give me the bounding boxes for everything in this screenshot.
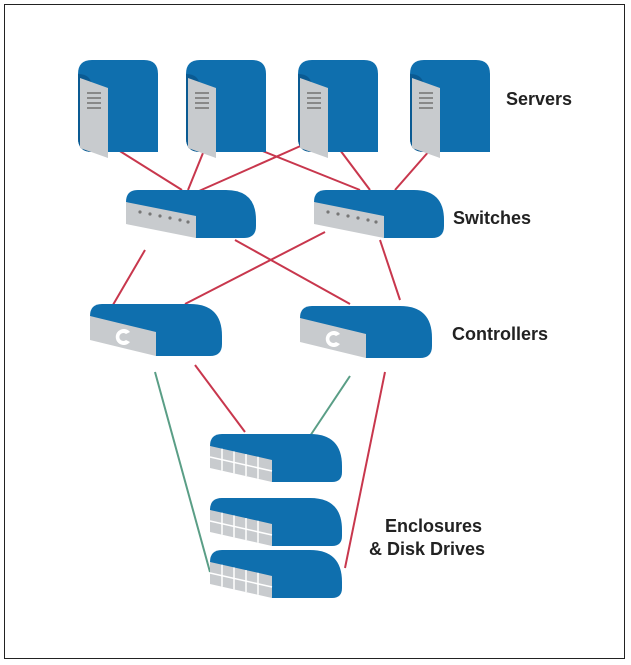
servers-label: Servers — [506, 89, 573, 109]
controller-2 — [300, 306, 432, 358]
enclosure-1 — [209, 433, 343, 483]
enclosure-2 — [209, 497, 343, 547]
links-controllers-enclosures — [154, 364, 386, 573]
controller-1 — [90, 304, 222, 356]
enclosure-3 — [209, 549, 343, 599]
switches-label: Switches — [453, 208, 532, 228]
enclosures-label-line2: & Disk Drives — [369, 539, 486, 559]
enclosures-label-line1: Enclosures — [385, 516, 483, 536]
enclosures-group — [209, 433, 343, 599]
controllers-label: Controllers — [452, 324, 549, 344]
switch-2 — [314, 190, 444, 238]
servers-group — [78, 60, 490, 158]
switches-group — [126, 190, 444, 238]
server-2 — [186, 60, 266, 158]
server-4 — [410, 60, 490, 158]
links-switches-controllers — [109, 231, 401, 311]
controllers-group — [90, 304, 432, 358]
links-servers-switches — [114, 143, 431, 196]
server-1 — [78, 60, 158, 158]
switch-1 — [126, 190, 256, 238]
server-3 — [298, 60, 378, 158]
